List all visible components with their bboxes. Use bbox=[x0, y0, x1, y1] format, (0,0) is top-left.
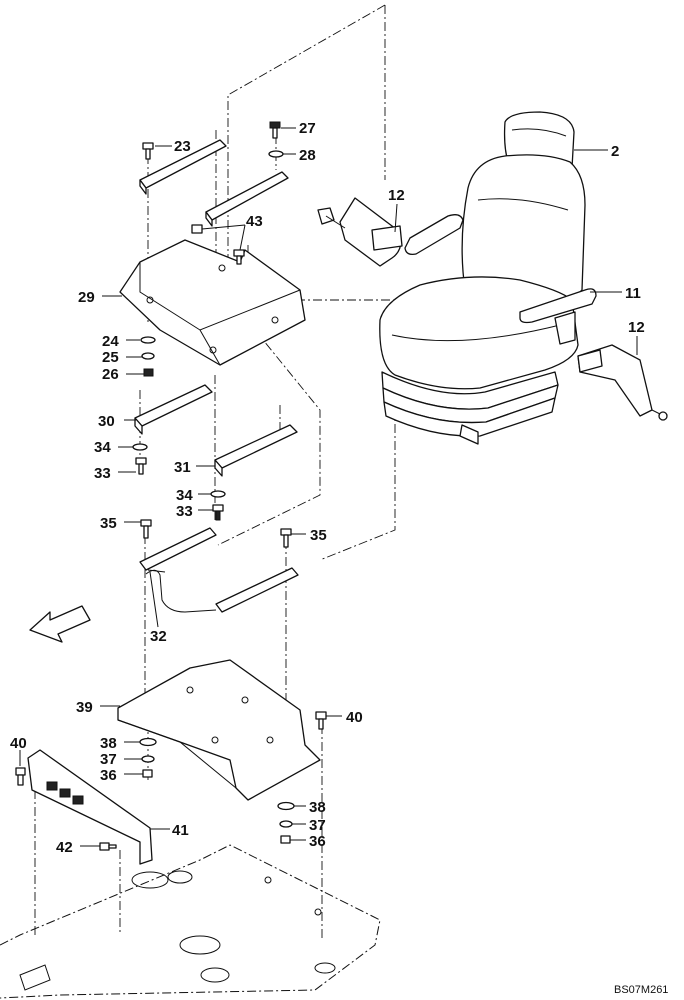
side-bracket bbox=[27, 749, 153, 865]
slide-rails bbox=[134, 384, 298, 477]
callout-37-left: 37 bbox=[100, 751, 117, 768]
callout-27: 27 bbox=[299, 120, 316, 137]
base-plate bbox=[117, 659, 321, 801]
callout-11: 11 bbox=[625, 285, 641, 302]
callout-43: 43 bbox=[246, 213, 263, 230]
callout-36-right: 36 bbox=[309, 833, 326, 850]
callout-35-right: 35 bbox=[310, 527, 327, 544]
callout-32: 32 bbox=[150, 628, 167, 645]
callout-2: 2 bbox=[611, 143, 619, 160]
callout-26: 26 bbox=[102, 366, 119, 383]
callout-labels: 2 11 12 12 23 24 25 26 27 28 29 30 31 32… bbox=[10, 120, 645, 856]
front-direction-arrow bbox=[29, 605, 91, 643]
callout-37-right: 37 bbox=[309, 817, 326, 834]
callout-30: 30 bbox=[98, 413, 115, 430]
seat-bracket bbox=[119, 239, 306, 366]
callout-40-left: 40 bbox=[10, 735, 27, 752]
leader-lines bbox=[19, 127, 638, 847]
callout-12-right: 12 bbox=[628, 319, 645, 336]
callout-40-right: 40 bbox=[346, 709, 363, 726]
callout-28: 28 bbox=[299, 147, 316, 164]
callout-33-right: 33 bbox=[176, 503, 193, 520]
upper-rails bbox=[139, 139, 289, 227]
callout-25: 25 bbox=[102, 349, 119, 366]
callout-42: 42 bbox=[56, 839, 73, 856]
seat-assembly bbox=[379, 111, 597, 445]
callout-24: 24 bbox=[102, 333, 119, 350]
callout-39: 39 bbox=[76, 699, 93, 716]
callout-35-left: 35 bbox=[100, 515, 117, 532]
fasteners bbox=[15, 121, 327, 851]
floor-plate bbox=[0, 844, 381, 999]
callout-29: 29 bbox=[78, 289, 95, 306]
callout-12-left: 12 bbox=[388, 187, 405, 204]
callout-34-left: 34 bbox=[94, 439, 111, 456]
seat-belt-parts bbox=[317, 197, 668, 421]
callout-36-left: 36 bbox=[100, 767, 117, 784]
callout-38-left: 38 bbox=[100, 735, 117, 752]
callout-31: 31 bbox=[174, 459, 191, 476]
callout-34-right: 34 bbox=[176, 487, 193, 504]
callout-33-left: 33 bbox=[94, 465, 111, 482]
seat-slide-lever bbox=[139, 527, 299, 613]
callout-23: 23 bbox=[174, 138, 191, 155]
drawing-code: BS07M261 bbox=[614, 984, 668, 996]
callout-41: 41 bbox=[172, 822, 189, 839]
callout-38-right: 38 bbox=[309, 799, 326, 816]
